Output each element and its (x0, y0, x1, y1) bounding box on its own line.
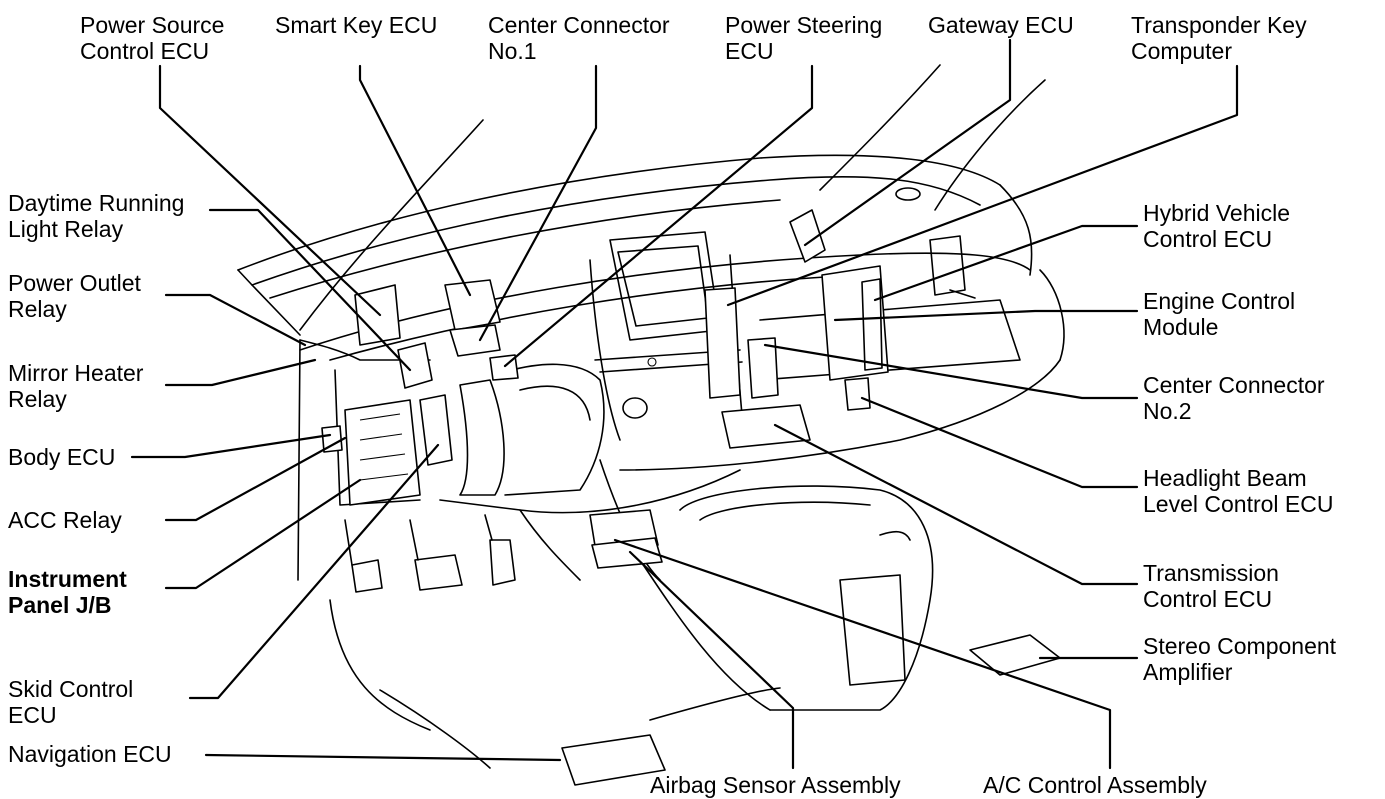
label-power-steering-ecu: Power Steering ECU (725, 12, 883, 64)
transponder-box (704, 287, 741, 399)
label-smart-key-ecu: Smart Key ECU (275, 12, 438, 38)
label-gateway-ecu: Gateway ECU (928, 12, 1074, 38)
label-transmission-control-ecu: Transmission Control ECU (1143, 560, 1279, 612)
components (321, 209, 1061, 786)
label-body-ecu: Body ECU (8, 444, 116, 470)
transmission-ecu-box (721, 404, 811, 449)
label-hybrid-vehicle-control-ecu: Hybrid Vehicle Control ECU (1143, 200, 1291, 252)
label-instrument-panel-jb: Instrument Panel J/B (8, 566, 127, 618)
ecm-box (861, 278, 883, 371)
label-navigation-ecu: Navigation ECU (8, 741, 172, 767)
center-connector-2-box (747, 337, 779, 399)
label-power-outlet-relay: Power Outlet Relay (8, 270, 141, 322)
body-ecu-box (321, 425, 343, 453)
label-ac-control-assembly: A/C Control Assembly (983, 772, 1207, 798)
jb-box (344, 399, 421, 506)
navigation-ecu-box (561, 734, 666, 786)
smart-key-ecu-box (444, 279, 501, 331)
skid-ecu-box (419, 394, 453, 466)
gateway-ecu-box (789, 209, 826, 263)
center-connector-1-box (449, 324, 501, 357)
relay-box (397, 342, 433, 389)
power-source-ecu-box (354, 284, 401, 346)
label-center-connector-1: Center Connector No.1 (488, 12, 670, 64)
label-transponder-key-computer: Transponder Key Computer (1131, 12, 1307, 64)
label-mirror-heater-relay: Mirror Heater Relay (8, 360, 144, 412)
ac-control-box (591, 537, 663, 569)
label-acc-relay: ACC Relay (8, 507, 122, 533)
dashboard-outline (237, 64, 1065, 769)
label-skid-control-ecu: Skid Control ECU (8, 676, 134, 728)
label-daytime-running-light-relay: Daytime Running Light Relay (8, 190, 185, 242)
label-engine-control-module: Engine Control Module (1143, 288, 1296, 340)
leader-lines (130, 38, 1239, 770)
label-stereo-component-amplifier: Stereo Component Amplifier (1143, 633, 1337, 685)
label-airbag-sensor-assembly: Airbag Sensor Assembly (650, 772, 901, 798)
label-headlight-beam-level-control-ecu: Headlight Beam Level Control ECU (1143, 465, 1334, 517)
label-center-connector-2: Center Connector No.2 (1143, 372, 1325, 424)
amplifier-box (969, 634, 1061, 676)
headlight-ecu-box (844, 377, 871, 411)
label-power-source-control-ecu: Power Source Control ECU (80, 12, 225, 64)
